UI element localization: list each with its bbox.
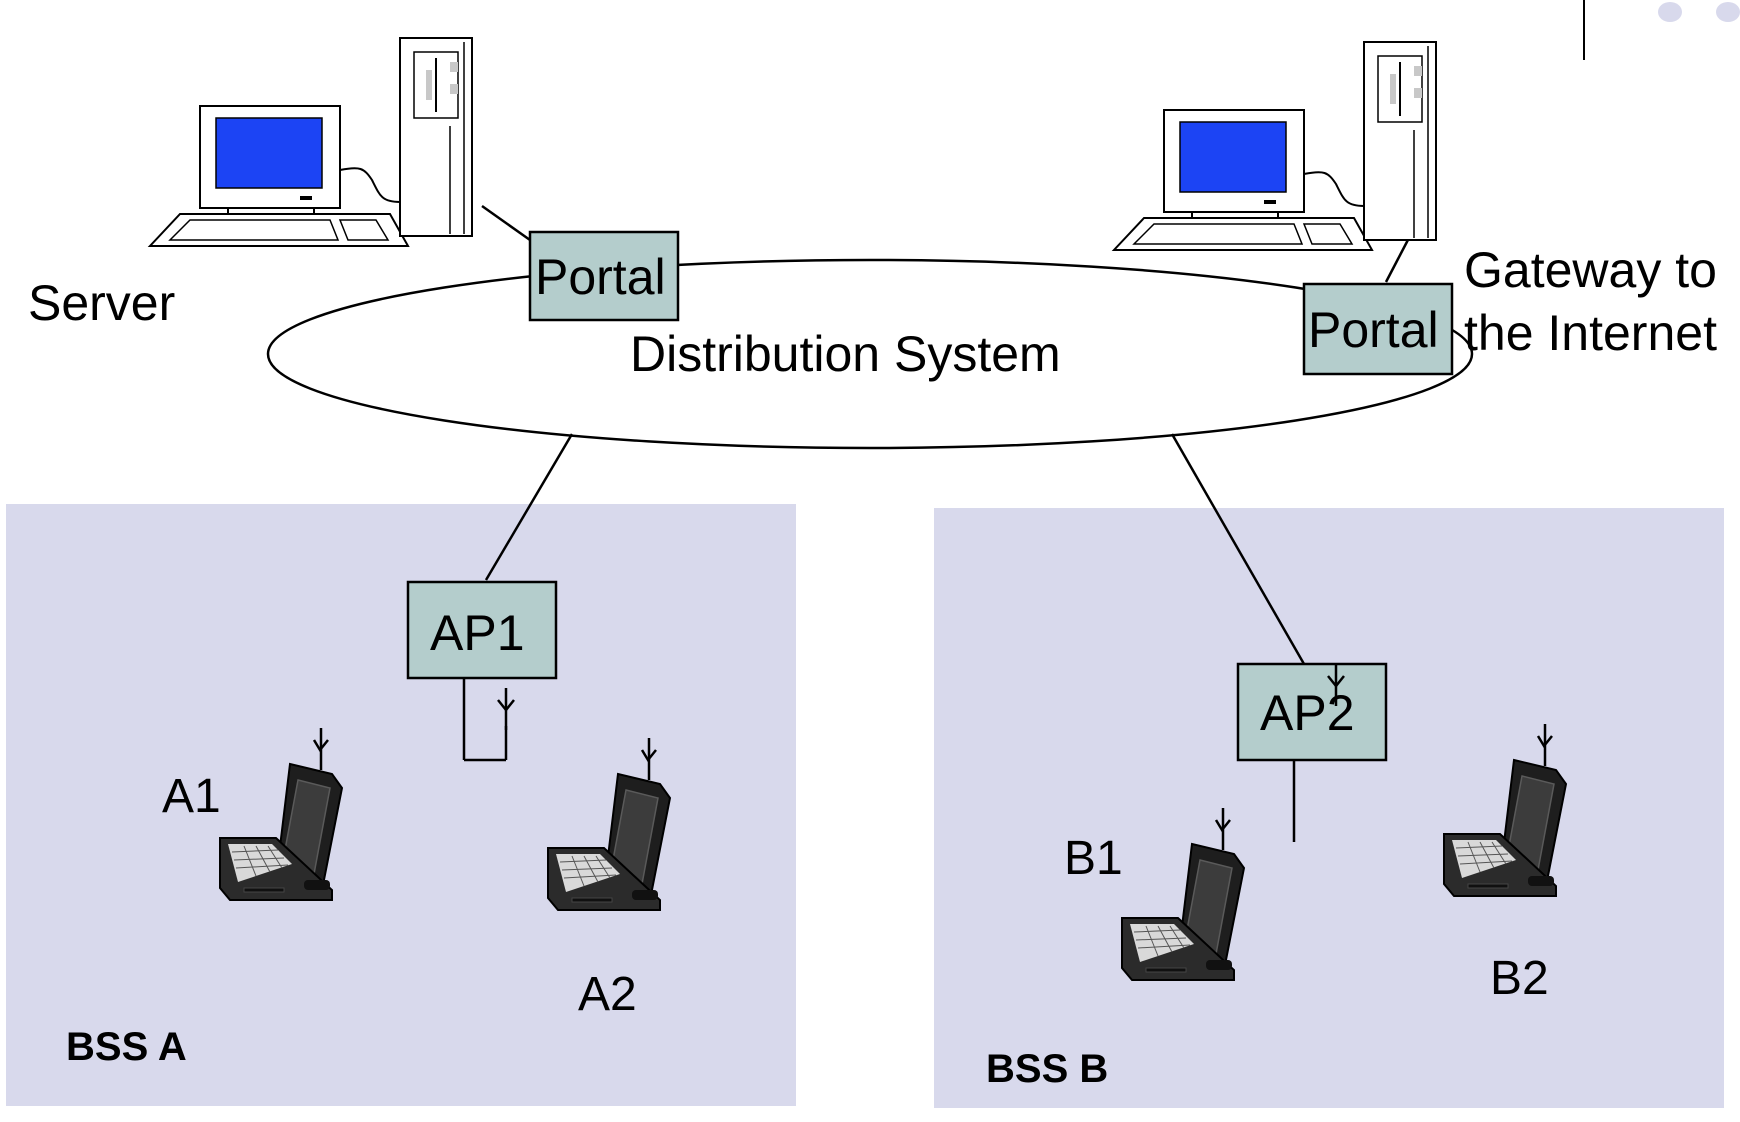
gateway-label-line2: the Internet [1464,305,1717,361]
portal-right-box [1302,282,1454,376]
portal-left-label: Portal [535,249,666,305]
station-a2-label: A2 [578,968,637,1021]
connection-lines [462,204,1412,842]
bss-a-area [6,504,796,1106]
station-b2-label: B2 [1490,952,1549,1005]
bss-b-area [934,508,1724,1108]
gateway-computer-icon [1113,41,1437,251]
corner-decoration [1583,0,1740,60]
station-a1-label: A1 [162,770,221,823]
ap2-box [1236,662,1388,762]
ap2-label: AP2 [1260,685,1355,741]
server-computer-icon [149,37,473,247]
ap1-label: AP1 [430,605,525,661]
distribution-system-label: Distribution System [630,326,1061,382]
ap1-box [406,580,558,680]
portal-left-box [528,230,680,322]
portal-right-label: Portal [1308,302,1439,358]
server-label: Server [28,275,175,331]
bss-b-label: BSS B [986,1047,1108,1091]
distribution-system-ellipse [266,258,1474,450]
station-b1-label: B1 [1064,832,1123,885]
bss-a-label: BSS A [66,1025,187,1069]
gateway-label-line1: Gateway to [1464,242,1717,298]
